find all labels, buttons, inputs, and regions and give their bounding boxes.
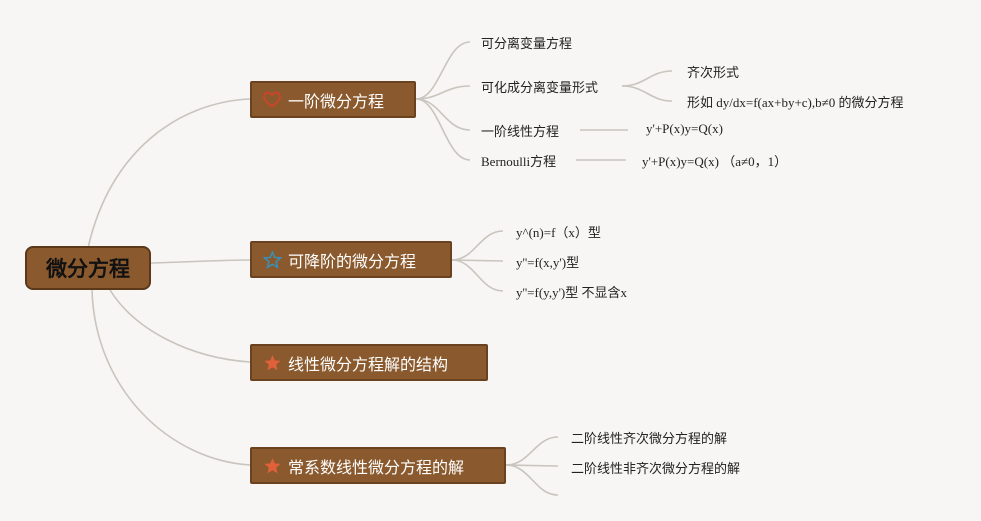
leaf-homogeneous-form[interactable]: 齐次形式 <box>687 66 740 81</box>
branch-constant-coefficient-label: 常系数线性微分方程的解 <box>288 457 465 477</box>
leaf-missing-x-type[interactable]: y''=f(y,y')型 不显含x <box>516 285 628 300</box>
connector-b4-homogeneous <box>505 436 559 466</box>
branch-reducible-order[interactable]: 可降阶的微分方程 <box>250 241 452 278</box>
root-node[interactable]: 微分方程 <box>25 246 151 290</box>
connector-b2-type1 <box>451 230 504 261</box>
branch-first-order-label: 一阶微分方程 <box>288 91 385 111</box>
leaf-missing-y-type[interactable]: y''=f(x,y')型 <box>516 255 580 270</box>
leaf-bernoulli-equation[interactable]: y'+P(x)y=Q(x) （a≠0，1） <box>642 154 788 169</box>
heart-outline-icon <box>262 90 282 110</box>
leaf-linear-equation[interactable]: y'+P(x)y=Q(x) <box>646 121 723 136</box>
branch-constant-coefficient[interactable]: 常系数线性微分方程的解 <box>250 447 506 484</box>
leaf-reducible-separable[interactable]: 可化成分离变量形式 <box>481 81 599 96</box>
connector-b2-type2 <box>451 259 504 262</box>
connector-b4-nonhomogeneous <box>505 464 559 467</box>
connector-b1-separable <box>415 41 471 100</box>
star-filled-icon <box>262 353 282 373</box>
leaf-nth-derivative-type[interactable]: y^(n)=f（x）型 <box>516 225 601 240</box>
connector-reducible-form <box>621 85 673 102</box>
branch-linear-structure-label: 线性微分方程解的结构 <box>288 354 449 374</box>
root-label: 微分方程 <box>46 257 130 281</box>
leaf-first-order-linear[interactable]: 一阶线性方程 <box>481 125 560 140</box>
connector-reducible-homogeneous <box>621 70 673 87</box>
branch-first-order[interactable]: 一阶微分方程 <box>250 81 416 118</box>
connector-b1-linear <box>415 98 471 131</box>
connector-b4-empty <box>505 464 559 496</box>
leaf-homogeneous-solution[interactable]: 二阶线性齐次微分方程的解 <box>571 432 728 447</box>
connector-root-b2 <box>150 259 251 264</box>
branch-reducible-order-label: 可降阶的微分方程 <box>288 251 417 271</box>
connector-root-b3 <box>109 289 251 363</box>
leaf-nonhomogeneous-solution[interactable]: 二阶线性非齐次微分方程的解 <box>571 462 741 477</box>
connector-b1-bernoulli <box>415 98 471 161</box>
star-filled-icon <box>262 456 282 476</box>
connector-b2-type3 <box>451 259 504 292</box>
connector-root-b4 <box>91 289 251 466</box>
leaf-bernoulli[interactable]: Bernoulli方程 <box>481 154 557 169</box>
leaf-separable[interactable]: 可分离变量方程 <box>481 37 573 52</box>
connector-b1-reducible <box>415 85 471 100</box>
leaf-linear-argument-form[interactable]: 形如 dy/dx=f(ax+by+c),b≠0 的微分方程 <box>687 95 904 110</box>
star-outline-icon <box>262 250 282 270</box>
branch-linear-structure[interactable]: 线性微分方程解的结构 <box>250 344 488 381</box>
connector-root-b1 <box>87 98 251 249</box>
